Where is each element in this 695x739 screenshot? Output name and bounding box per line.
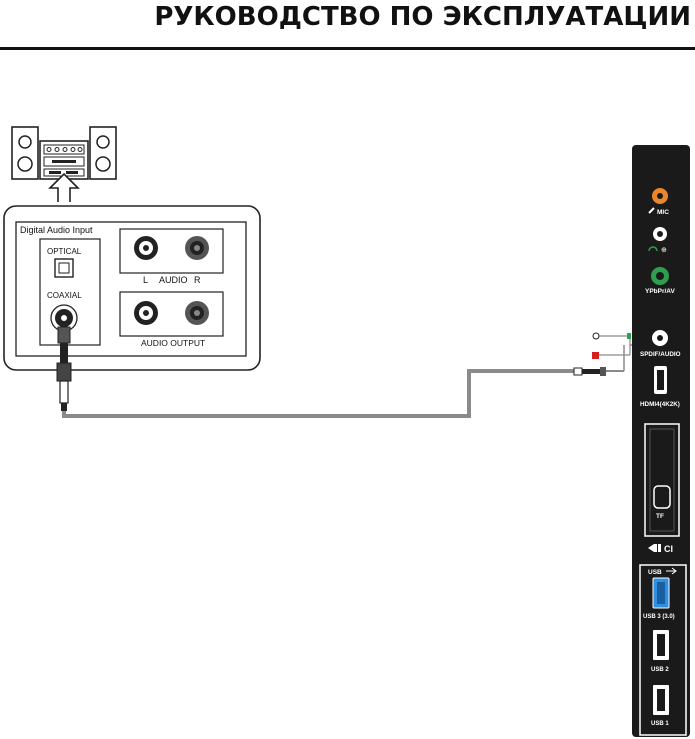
ci-label: CI	[664, 544, 673, 554]
usb3-label: USB 3 (3.0)	[643, 614, 675, 620]
audio-output-label: AUDIO OUTPUT	[141, 338, 205, 348]
headphone-icon	[648, 246, 658, 252]
ci-arrow-icon	[648, 544, 654, 552]
tf-slot-icon	[653, 485, 671, 509]
usb2-label: USB 2	[651, 667, 669, 673]
optical-label: OPTICAL	[47, 247, 82, 256]
header-rule	[0, 47, 695, 50]
audio-label: AUDIO	[159, 275, 188, 285]
digital-audio-input-title: Digital Audio Input	[20, 225, 93, 235]
usb-symbol-icon	[666, 567, 677, 575]
tf-label: TF	[656, 513, 664, 520]
page-title: РУКОВОДСТВО ПО ЭКСПЛУАТАЦИИ	[154, 2, 691, 32]
coaxial-cable	[62, 369, 574, 418]
tv-side-panel: MIC ⊕ YPbPr/AV SPDIF/AUDIO HDMI4(4K2K) T…	[632, 145, 690, 737]
usb1-label: USB 1	[651, 721, 669, 727]
headphone-label: ⊕	[661, 247, 667, 254]
hdmi-label: HDMI4(4K2K)	[640, 401, 680, 408]
audio-right-label: R	[194, 275, 201, 285]
mic-label: MIC	[657, 209, 669, 216]
coaxial-label: COAXIAL	[47, 291, 82, 300]
red-plug-icon	[592, 352, 599, 359]
rca-plug-icon	[573, 345, 625, 376]
up-arrow-icon	[48, 172, 80, 202]
spdif-label: SPDIF/AUDIO	[640, 351, 681, 358]
audio-left-label: L	[143, 275, 148, 285]
ci-slot	[644, 423, 680, 537]
usb-header-label: USB	[648, 569, 662, 576]
ypbpr-label: YPbPr/AV	[645, 288, 676, 295]
usb-group	[639, 564, 687, 736]
coaxial-plug-icon	[56, 326, 72, 411]
receiver-panel: Digital Audio Input OPTICAL COAXIAL L AU…	[3, 205, 261, 371]
hifi-system-icon	[11, 126, 117, 180]
